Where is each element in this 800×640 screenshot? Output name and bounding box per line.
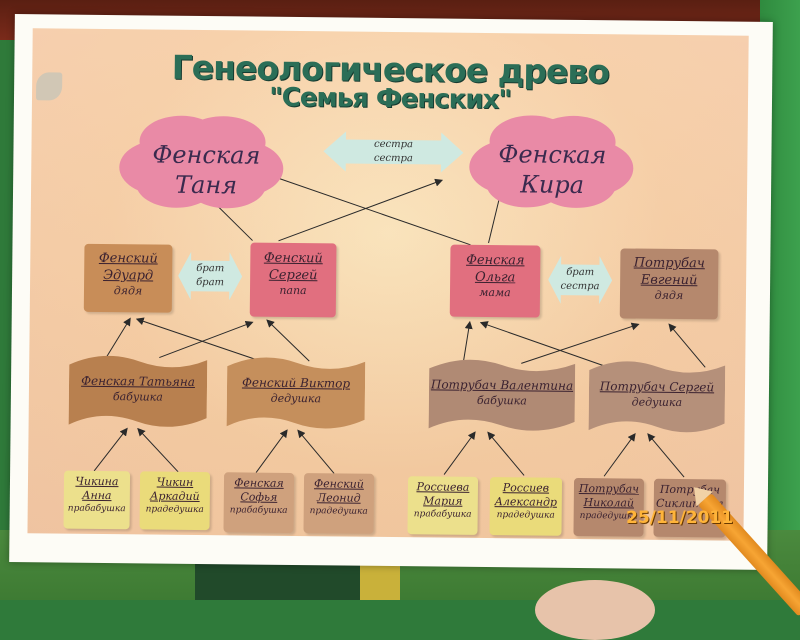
evgeniy-name: Евгений [640,272,698,289]
sergey-p-role: дедушка [631,395,683,410]
card-evgeniy: Потрубач Евгений дядя [619,248,719,320]
great-0-surname: Чикина [75,474,119,489]
card-great-5: Россиев Александр прадедушка [489,477,563,536]
great-2-role: прабабушка [229,505,288,516]
sergey-role: папа [279,283,307,298]
olga-name: Ольга [474,269,516,286]
tape-curl [35,72,63,101]
viktor-name: Фенский Виктор [241,375,351,391]
valentina-role: бабушка [476,393,527,408]
great-4-name: Мария [423,494,463,508]
great-2-surname: Фенская [234,476,284,490]
banner-tatyana: Фенская Татьяна бабушка [68,347,208,434]
brother-sister-label-1: брат [566,266,595,279]
card-great-0: Чикина Анна прабабушка [63,470,131,530]
great-0-role: прабабушка [67,503,126,515]
camera-date-stamp: 25/11/2011 [626,508,734,528]
tatyana-name: Фенская Татьяна [81,373,196,389]
great-5-role: прадедушка [496,510,555,521]
hand [535,580,655,640]
sisters-label: сестра сестра [353,138,433,167]
great-3-surname: Фенский [314,477,364,491]
great-0-name: Анна [82,488,112,503]
sergey-name: Сергей [268,267,318,284]
great-5-surname: Россиев [502,481,550,495]
family-tree-poster: Генеологическое древо "Семья Фенских" [9,14,773,570]
cloud-kira-surname: Фенская [498,140,607,170]
board-frame-yellow [360,560,400,600]
olga-role: мама [479,285,511,300]
sisters-label-1: сестра [374,138,414,151]
connector-lines [93,173,706,478]
tatyana-role: бабушка [112,390,163,404]
great-4-role: прабабушка [413,509,472,520]
card-great-2: Фенская Софья прабабушка [223,472,295,533]
valentina-name: Потрубач Валентина [430,377,574,393]
cloud-tanya-surname: Фенская [152,140,261,170]
banner-viktor-shape [226,357,366,429]
sisters-label-2: сестра [373,152,413,165]
card-great-1: Чикин Аркадий прадедушка [139,471,211,531]
great-1-name: Аркадий [149,489,200,504]
card-great-3: Фенский Леонид прадедушка [303,473,375,534]
cloud-kira-text: Фенская Кира [487,139,618,200]
banner-sergey-p: Потрубач Сергей дедушка [588,352,726,439]
banner-sergey-p-shape [588,361,726,433]
great-3-role: прадедушка [309,506,368,517]
eduard-name: Эдуард [103,267,154,284]
great-1-surname: Чикин [156,475,194,489]
great-5-name: Александр [494,495,558,509]
card-great-4: Россиева Мария прабабушка [407,476,479,535]
great-4-surname: Россиева [416,480,470,494]
cloud-tanya-name: Таня [174,170,238,200]
eduard-surname: Фенский [98,250,158,267]
brothers-label: брат брат [178,262,242,291]
sergey-surname: Фенский [263,250,323,267]
viktor-role: дедушка [270,391,322,406]
cloud-tanya-text: Фенская Таня [141,139,272,200]
great-6-surname: Потрубач [578,481,640,496]
eduard-role: дядя [113,284,143,298]
brother-sister-label-2: сестра [560,280,600,293]
banner-valentina-shape [428,359,576,431]
banner-viktor: Фенский Виктор дедушка [226,348,366,435]
banner-tatyana-shape [68,355,208,427]
evgeniy-role: дядя [654,288,684,303]
card-sergey-papa: Фенский Сергей папа [249,242,337,318]
card-olga-mama: Фенская Ольга мама [449,244,541,318]
poster-sheet: Генеологическое древо "Семья Фенских" [27,28,749,541]
brothers-label-1: брат [196,262,225,275]
sergey-p-name: Потрубач Сергей [599,379,715,395]
brothers-label-2: брат [196,276,225,289]
brother-sister-label: брат сестра [548,266,612,295]
great-3-name: Леонид [316,491,361,505]
great-2-name: Софья [240,490,278,504]
card-eduard: Фенский Эдуард дядя [83,243,173,313]
banner-valentina: Потрубач Валентина бабушка [428,350,576,438]
great-1-role: прадедушка [145,504,204,516]
cloud-kira-name: Кира [520,170,585,200]
evgeniy-surname: Потрубач [633,255,705,272]
olga-surname: Фенская [466,252,525,269]
